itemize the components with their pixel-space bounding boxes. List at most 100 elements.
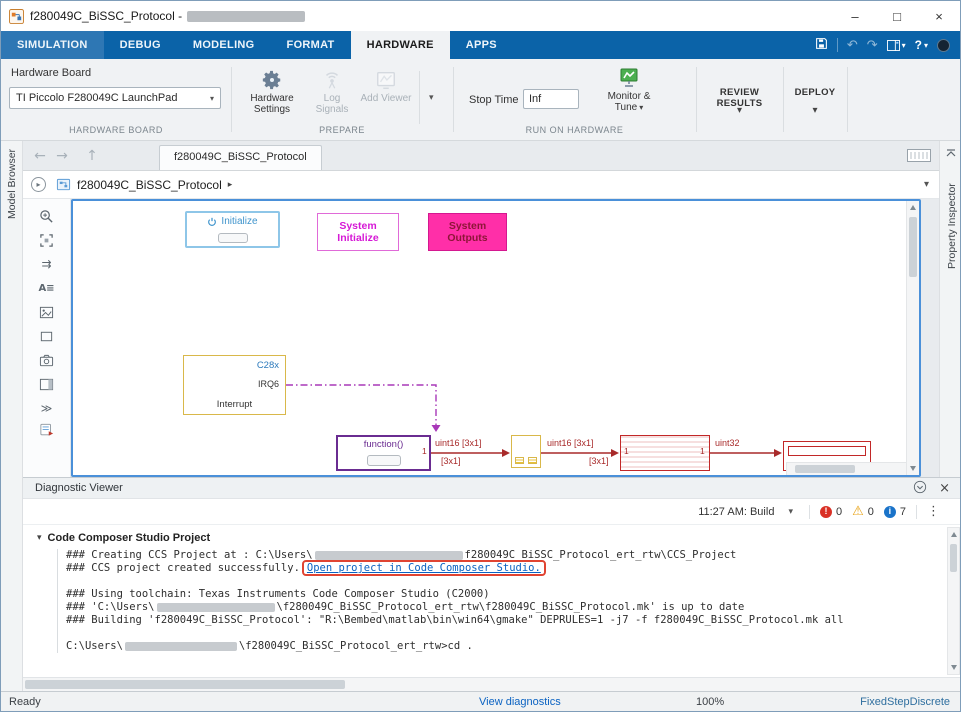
- annotation-icon[interactable]: A≡: [38, 282, 55, 294]
- initialize-block[interactable]: Initialize: [185, 211, 280, 248]
- route-lines-icon[interactable]: ⇉: [41, 257, 52, 271]
- redacted-title-text: [187, 10, 306, 22]
- model-browser-panel-tab[interactable]: Model Browser: [1, 141, 23, 691]
- dock-options-icon[interactable]: [913, 480, 927, 497]
- signal-dimension-label: [3x1]: [589, 456, 609, 466]
- more-tools-icon[interactable]: ≫: [40, 401, 53, 415]
- model-data-badge-icon[interactable]: [34, 420, 60, 438]
- undo-icon[interactable]: ↶: [846, 37, 858, 53]
- section-deploy[interactable]: DEPLOY ▾: [783, 59, 847, 140]
- scrollbar-thumb[interactable]: [950, 544, 957, 572]
- explorer-bar-toggle-icon[interactable]: ▸: [31, 177, 46, 192]
- panel-icon[interactable]: [34, 372, 60, 396]
- breadcrumb-arrow-icon[interactable]: ▸: [227, 179, 233, 190]
- signal-dimension-label: [3x1]: [441, 456, 461, 466]
- info-filter-badge[interactable]: i 7: [883, 505, 906, 518]
- canvas-vertical-scrollbar[interactable]: [906, 201, 919, 475]
- zoom-indicator-icon[interactable]: [907, 149, 931, 162]
- toolbar-divider: [808, 504, 810, 519]
- scroll-up-arrow[interactable]: [950, 532, 957, 537]
- hardware-board-value: TI Piccolo F280049C LaunchPad: [16, 92, 178, 104]
- area-annotation-icon[interactable]: [34, 324, 60, 348]
- image-annotation-icon[interactable]: [34, 300, 60, 324]
- scroll-up-arrow[interactable]: [910, 205, 916, 210]
- initialize-label: Initialize: [221, 216, 258, 227]
- close-button[interactable]: ×: [935, 8, 943, 24]
- breadcrumb[interactable]: f280049C_BiSSC_Protocol: [77, 177, 222, 192]
- section-hardware-board: Hardware Board TI Piccolo F280049C Launc…: [1, 59, 231, 140]
- log-text: ### Building 'f280049C_BiSSC_Protocol': …: [66, 614, 844, 626]
- maximize-button[interactable]: □: [893, 8, 901, 24]
- interrupt-chip-label: C28x: [256, 360, 279, 371]
- system-initialize-block[interactable]: System Initialize: [317, 213, 399, 251]
- diagnostic-section-header[interactable]: ▾ Code Composer Studio Project: [37, 532, 960, 544]
- hardware-settings-button[interactable]: Hardware Settings: [241, 67, 303, 115]
- review-results-arrow[interactable]: ▾: [736, 105, 743, 116]
- scroll-down-arrow[interactable]: [910, 466, 916, 471]
- log-signals-button[interactable]: Log Signals: [307, 67, 357, 115]
- warning-filter-badge[interactable]: ⚠ 0: [852, 505, 874, 518]
- tab-simulation[interactable]: SIMULATION: [1, 31, 104, 59]
- scrollbar-thumb[interactable]: [25, 680, 345, 689]
- add-viewer-button[interactable]: Add Viewer: [359, 67, 413, 104]
- up-icon[interactable]: ↑: [86, 147, 98, 164]
- help-icon[interactable]: ? ▾: [914, 38, 928, 52]
- scrollbar-thumb[interactable]: [795, 465, 855, 473]
- property-inspector-panel-tab[interactable]: Property Inspector: [939, 141, 960, 477]
- diagnostic-vertical-scrollbar[interactable]: [947, 527, 960, 675]
- forward-icon[interactable]: →: [56, 147, 68, 164]
- tab-apps[interactable]: APPS: [465, 39, 497, 51]
- deploy-arrow[interactable]: ▾: [812, 105, 818, 116]
- hardware-board-label: Hardware Board: [11, 67, 92, 79]
- prepare-gallery-arrow[interactable]: ▾: [429, 93, 434, 103]
- collapse-toolstrip-icon[interactable]: [945, 147, 957, 162]
- quick-access-toolbar: ↶ ↷ ▾ ? ▾: [815, 31, 960, 59]
- tab-format[interactable]: FORMAT: [286, 39, 335, 51]
- log-text: ### Using toolchain: Texas Instruments C…: [66, 588, 490, 600]
- close-panel-icon[interactable]: ×: [939, 480, 950, 496]
- save-icon[interactable]: [815, 37, 828, 53]
- document-tab[interactable]: f280049C_BiSSC_Protocol: [159, 145, 322, 170]
- memory-copy-block[interactable]: [511, 435, 541, 468]
- tab-modeling[interactable]: MODELING: [192, 39, 255, 51]
- fit-to-view-icon[interactable]: [34, 228, 60, 252]
- signal-label: uint32: [715, 438, 740, 448]
- view-diagnostics-link[interactable]: View diagnostics: [479, 696, 561, 708]
- monitor-tune-button[interactable]: Monitor & Tune▾: [593, 65, 665, 113]
- warning-count: 0: [867, 505, 874, 518]
- scroll-down-arrow[interactable]: [951, 665, 957, 670]
- status-solver[interactable]: FixedStepDiscrete: [860, 696, 950, 708]
- byte-pack-block[interactable]: [620, 435, 710, 471]
- layout-icon[interactable]: ▾: [886, 39, 906, 51]
- simulink-app-icon: [9, 8, 24, 24]
- diagnostic-horizontal-scrollbar[interactable]: [23, 677, 960, 691]
- redo-icon[interactable]: ↷: [866, 37, 878, 53]
- tab-hardware[interactable]: HARDWARE: [350, 31, 450, 59]
- minimize-button[interactable]: –: [851, 8, 859, 24]
- hardware-board-select[interactable]: TI Piccolo F280049C LaunchPad ▾: [9, 87, 221, 109]
- interrupt-block[interactable]: C28x IRQ6 Interrupt: [183, 355, 286, 415]
- back-icon[interactable]: ←: [34, 147, 46, 164]
- viewmarks-icon[interactable]: [34, 348, 60, 372]
- log-text: ### 'C:\Users\: [66, 601, 155, 613]
- function-call-block[interactable]: function(): [336, 435, 431, 471]
- system-outputs-block[interactable]: System Outputs: [428, 213, 507, 251]
- scrollbar-thumb[interactable]: [909, 217, 917, 277]
- monitor-tune-label: Monitor & Tune▾: [607, 91, 651, 113]
- open-ccs-project-link[interactable]: Open project in Code Composer Studio.: [301, 560, 546, 576]
- tab-debug[interactable]: DEBUG: [119, 39, 161, 51]
- breadcrumb-dropdown-icon[interactable]: ▾: [923, 179, 929, 190]
- error-filter-badge[interactable]: ! 0: [819, 505, 842, 518]
- interrupt-name-label: Interrupt: [216, 399, 253, 410]
- kebab-menu-icon[interactable]: ⋮: [927, 504, 940, 519]
- canvas-horizontal-scrollbar[interactable]: [786, 462, 906, 475]
- build-run-select[interactable]: 11:27 AM: Build ▾: [692, 504, 799, 520]
- account-icon[interactable]: [937, 38, 950, 52]
- stop-time-input[interactable]: [523, 89, 579, 109]
- dropdown-icon: ▾: [923, 40, 928, 50]
- diagnostic-viewer-header: Diagnostic Viewer ×: [23, 477, 960, 499]
- zoom-icon[interactable]: [34, 204, 60, 228]
- dropdown-icon: ▾: [901, 40, 906, 50]
- section-review-results[interactable]: REVIEW RESULTS ▾: [696, 59, 783, 140]
- model-canvas[interactable]: Initialize System Initialize System Outp…: [71, 199, 921, 477]
